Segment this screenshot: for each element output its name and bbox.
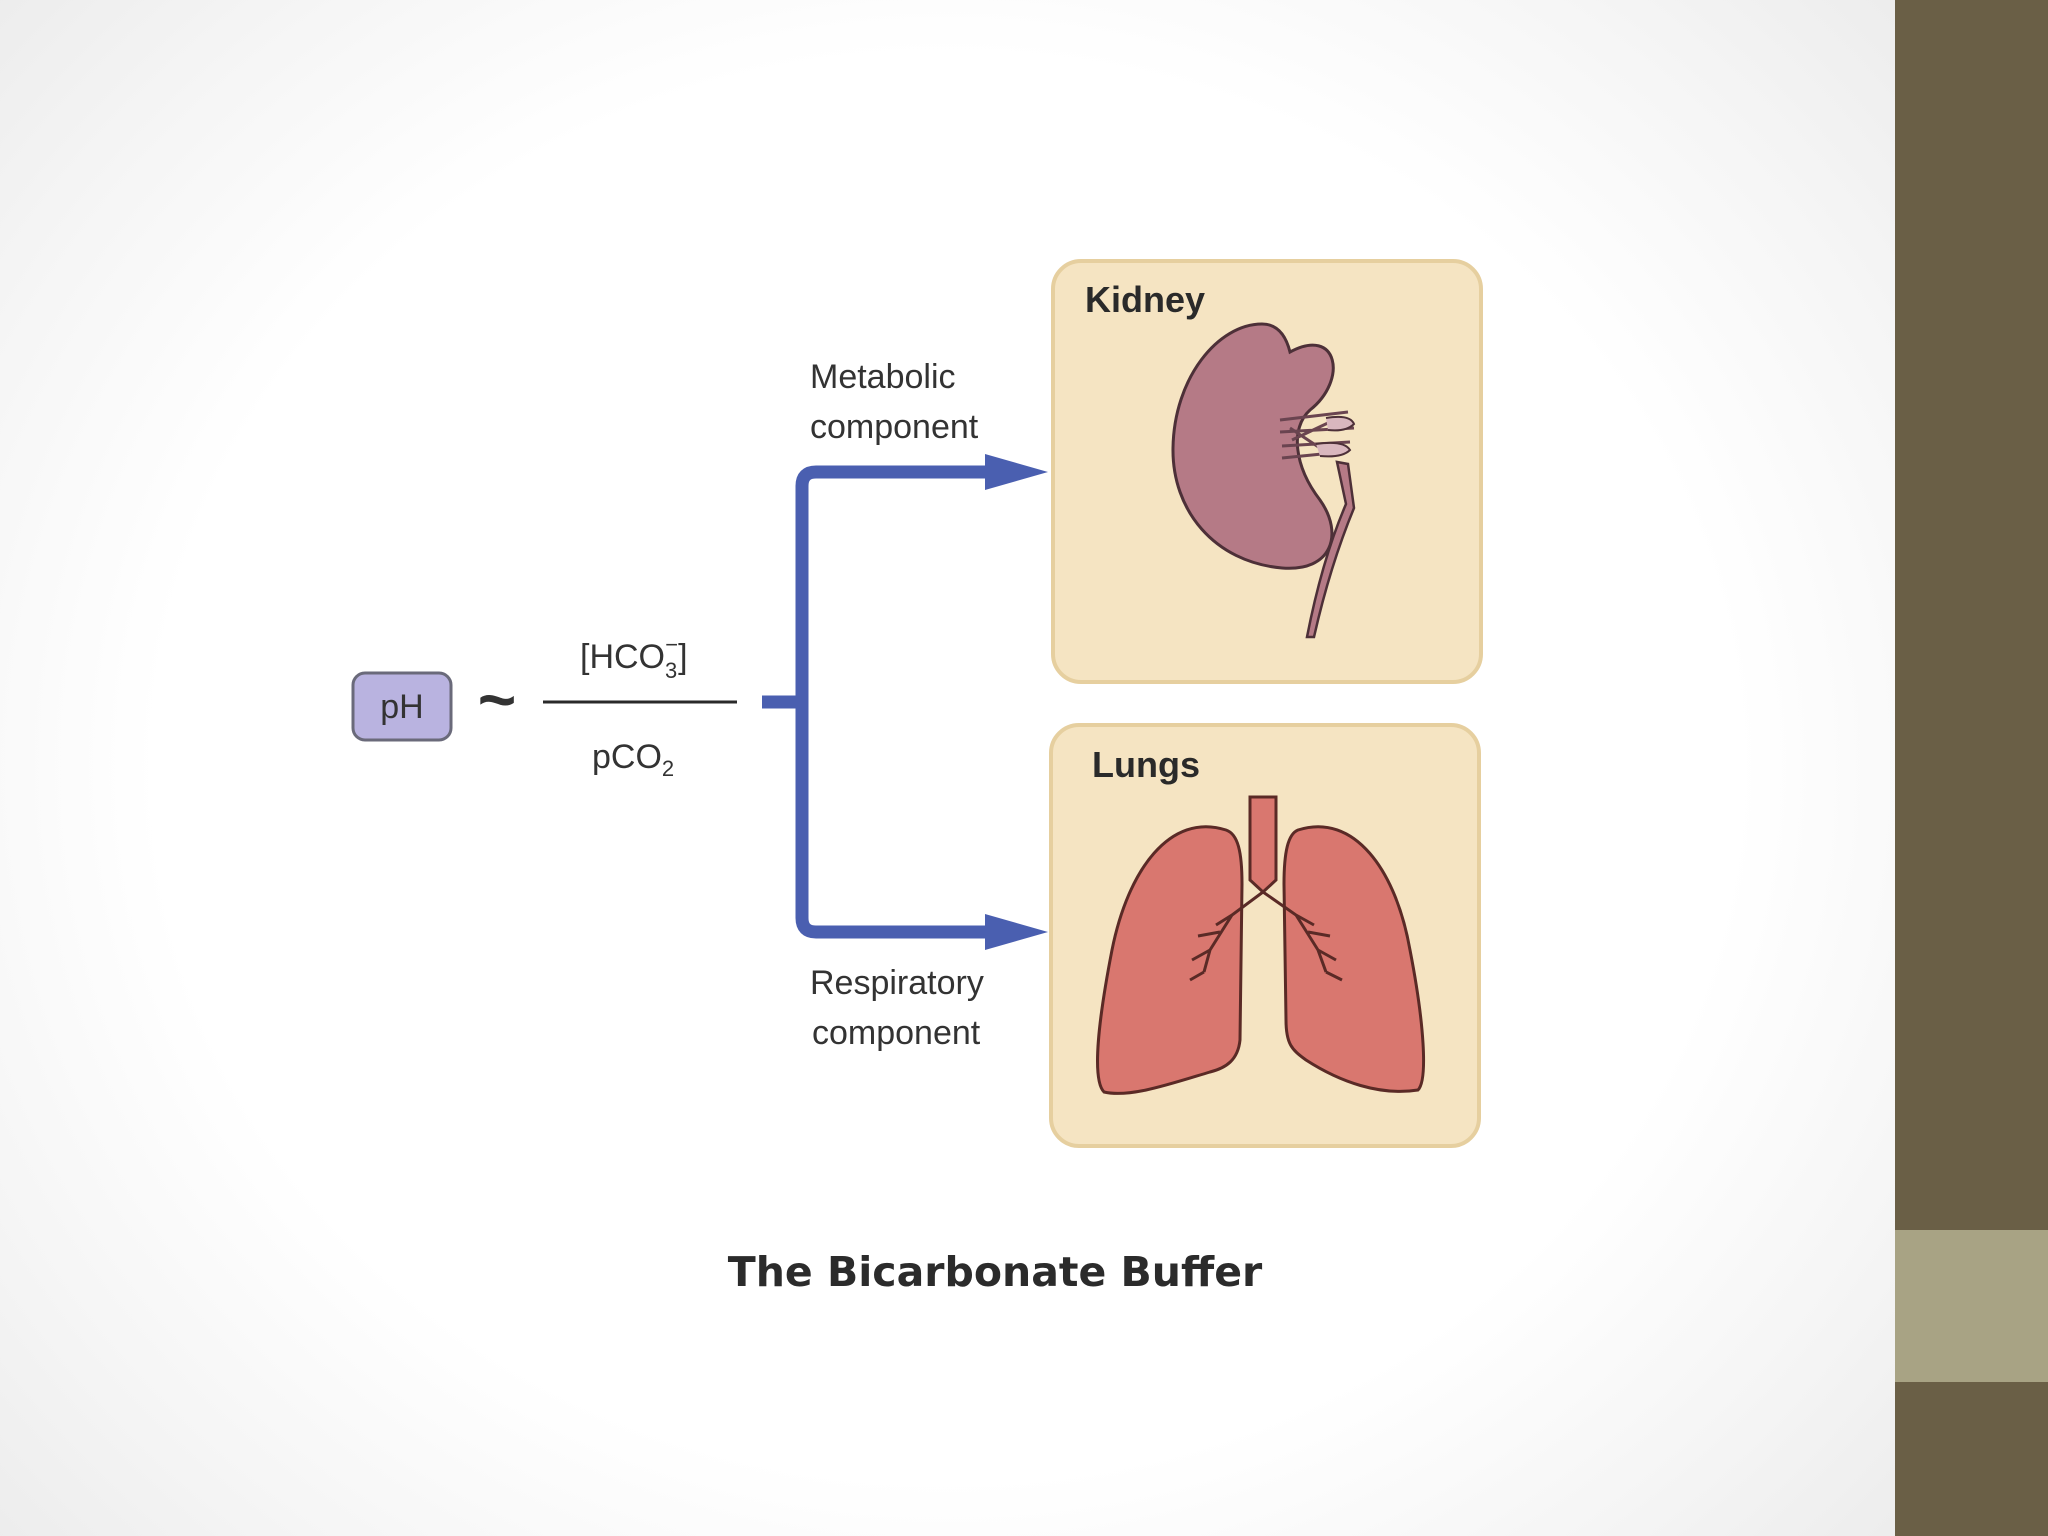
branch-arrows xyxy=(762,454,1048,950)
respiratory-line-1: Respiratory xyxy=(810,964,984,1002)
ratio-fraction: [HCO3−] pCO2 xyxy=(543,632,737,781)
metabolic-line-2: component xyxy=(810,408,979,446)
numerator-text: [HCO3−] xyxy=(580,632,688,683)
ph-box: pH xyxy=(351,671,453,742)
respiratory-arrowhead xyxy=(985,914,1048,950)
proportional-symbol: ~ xyxy=(478,662,517,736)
denominator-base: pCO xyxy=(592,738,662,776)
kidney-title: Kidney xyxy=(1085,279,1205,320)
denominator-subscript: 2 xyxy=(662,756,674,781)
kidney-icon xyxy=(1171,322,1356,639)
slide-background xyxy=(0,0,1895,1536)
lungs-title: Lungs xyxy=(1092,744,1200,785)
ph-label: pH xyxy=(380,688,423,726)
lungs-panel: Lungs xyxy=(1049,723,1481,1148)
metabolic-label: Metabolic component xyxy=(810,358,979,446)
kidney-panel: Kidney xyxy=(1051,259,1483,684)
slide-caption: The Bicarbonate Buffer xyxy=(727,1248,1263,1296)
numerator-open: [HCO xyxy=(580,638,665,676)
lungs-icon xyxy=(1096,795,1426,1095)
numerator-superscript: − xyxy=(665,632,678,657)
sidebar-accent-decoration xyxy=(1895,1230,2048,1382)
metabolic-arrowhead xyxy=(985,454,1048,490)
respiratory-line-2: component xyxy=(812,1014,981,1052)
metabolic-line-1: Metabolic xyxy=(810,358,956,396)
denominator-text: pCO2 xyxy=(592,738,674,781)
numerator-subscript: 3 xyxy=(665,658,677,683)
metabolic-arrow xyxy=(795,465,1004,939)
numerator-close: ] xyxy=(678,638,687,676)
respiratory-label: Respiratory component xyxy=(810,964,993,1052)
